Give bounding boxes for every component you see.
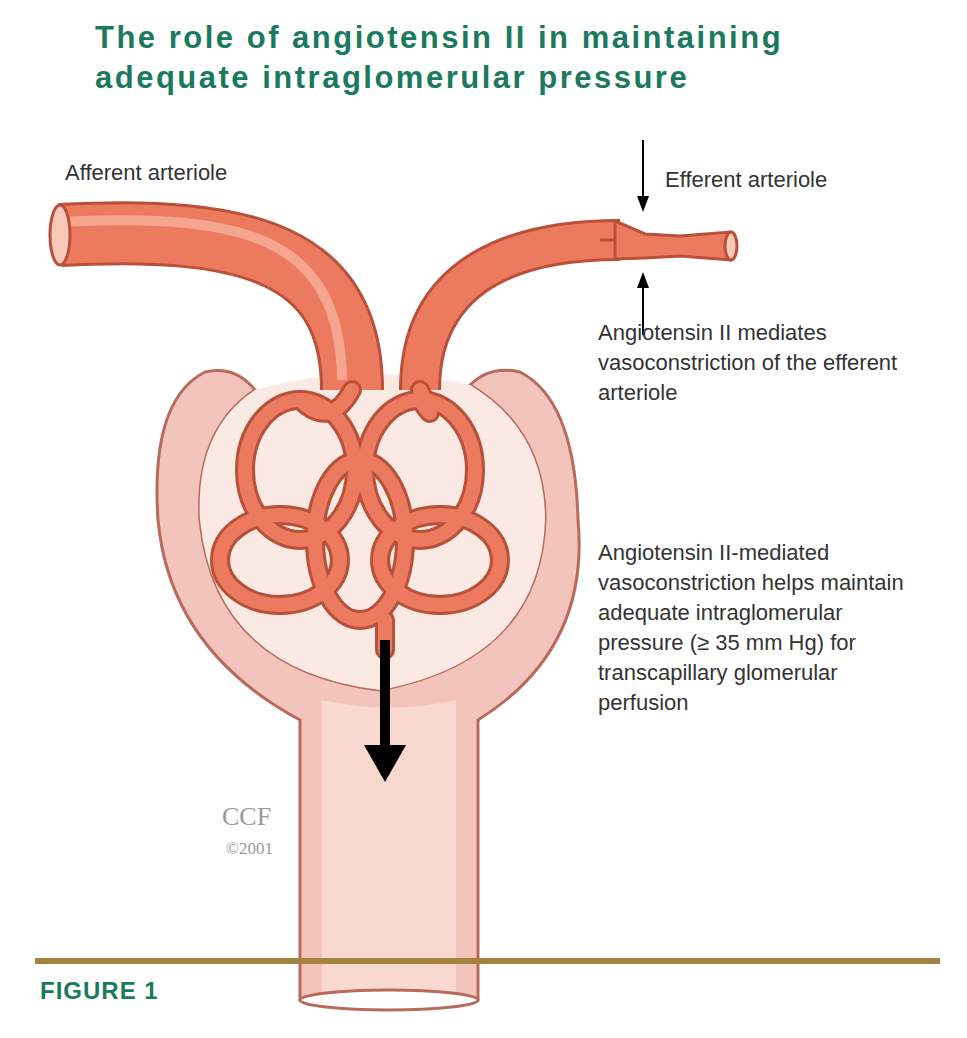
flow-arrowhead: [364, 745, 406, 782]
constriction-arrowhead: [637, 196, 649, 212]
watermark: ©2001: [226, 834, 273, 864]
efferent-opening: [725, 232, 737, 260]
part-label: Efferent arteriole: [665, 165, 827, 195]
efferent-narrowing: [615, 221, 730, 260]
figure-caption: FIGURE 1: [40, 976, 159, 1006]
figure-title: The role of angiotensin II in maintainin…: [95, 18, 945, 98]
watermark: CCF: [222, 802, 271, 832]
capillary-tuft: [220, 390, 500, 650]
part-label: Afferent arteriole: [65, 158, 227, 188]
callout-note: Angiotensin II mediates vasoconstriction…: [598, 318, 918, 408]
afferent-highlight: [60, 220, 342, 380]
afferent-opening: [50, 205, 70, 265]
constriction-arrow: [642, 140, 644, 200]
afferent-outline: [60, 233, 352, 390]
capsule-space: [200, 374, 545, 690]
afferent-arteriole: [60, 233, 352, 390]
constriction-arrowhead: [637, 272, 649, 288]
tubule-lumen: [322, 700, 456, 1000]
tubule-opening: [300, 990, 478, 1010]
callout-note: Angiotensin II-mediated vasoconstriction…: [598, 538, 918, 718]
efferent-outline: [420, 240, 620, 390]
flow-arrow: [380, 640, 390, 750]
bowman-capsule: [157, 370, 579, 1000]
efferent-arteriole: [420, 240, 620, 390]
divider-rule: [35, 958, 940, 964]
